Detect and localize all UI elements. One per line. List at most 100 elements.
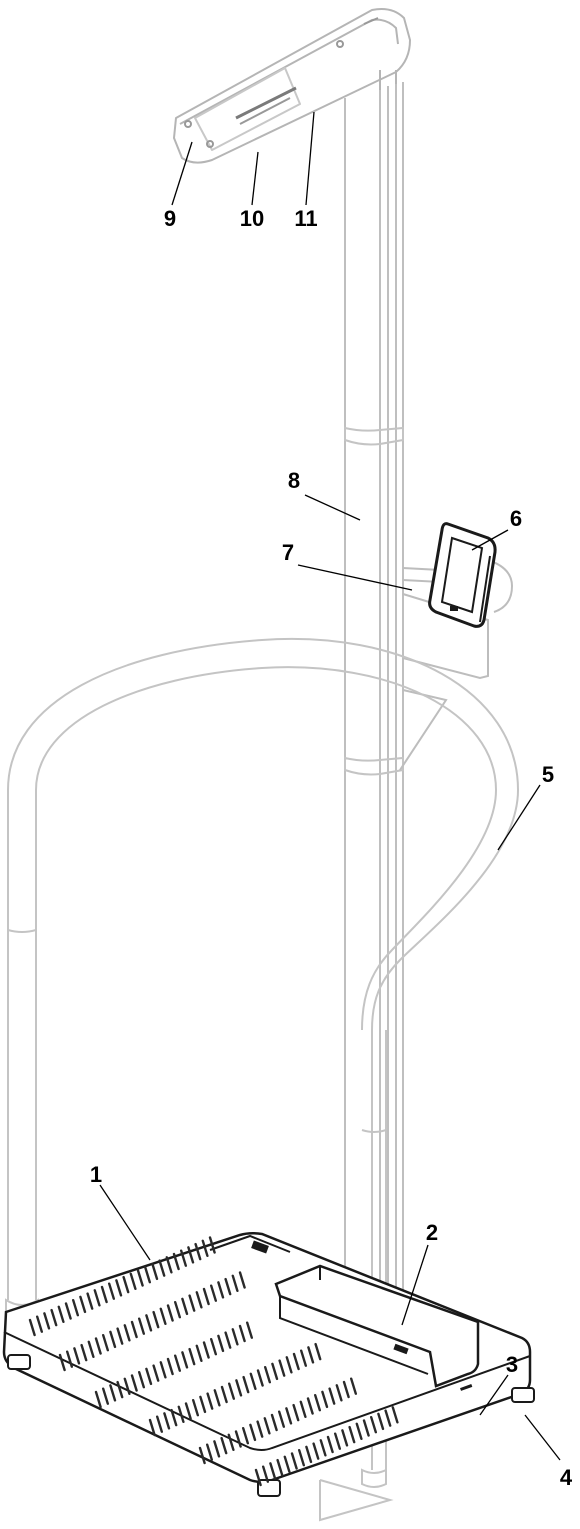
vent-slot [227, 1382, 236, 1400]
vent-slot [187, 1246, 195, 1264]
vent-slot [184, 1402, 192, 1420]
vent-slot [314, 1342, 322, 1361]
vent-slot [348, 1425, 356, 1444]
vent-slot [166, 1304, 174, 1322]
vent-slot [263, 1417, 271, 1435]
vent-slot [195, 1344, 203, 1363]
vent-slot [285, 1407, 293, 1425]
vent-slot [220, 1436, 228, 1455]
vent-slot [276, 1458, 284, 1477]
vent-slot [152, 1310, 160, 1329]
vent-slot [201, 1239, 209, 1258]
vent-slot [300, 1349, 307, 1367]
vent-slot [143, 1265, 152, 1284]
callout-1: 1 [90, 1162, 102, 1187]
vent-slot [79, 1295, 87, 1314]
vent-slot [28, 1318, 36, 1337]
vent-slot [145, 1314, 153, 1332]
vent-slot [137, 1370, 146, 1389]
vent-slot [64, 1302, 72, 1320]
vent-slot [283, 1455, 291, 1474]
vent-slot [87, 1340, 95, 1359]
vent-slot [205, 1443, 214, 1461]
vent-slot [209, 1284, 218, 1302]
vent-slot [188, 1294, 196, 1312]
vent-slot [163, 1412, 171, 1430]
vent-slot [292, 1352, 300, 1371]
vent-slot [152, 1364, 160, 1382]
vent-slot [377, 1412, 385, 1431]
vent-slot [209, 1337, 218, 1356]
vent-slot [362, 1419, 370, 1437]
callout-10: 10 [240, 206, 264, 231]
callout-2: 2 [426, 1220, 438, 1245]
vent-slot [145, 1367, 153, 1386]
vent-slot [181, 1351, 189, 1369]
vent-slot [194, 1242, 202, 1261]
vent-slot [159, 1307, 167, 1326]
vent-slot [224, 1277, 232, 1296]
callout-11: 11 [294, 206, 317, 231]
vent-slot [334, 1432, 341, 1450]
vent-slot [181, 1297, 189, 1316]
vent-slot [191, 1398, 200, 1417]
vent-slot [242, 1375, 250, 1394]
vent-slot [198, 1446, 206, 1465]
vent-slot [328, 1387, 336, 1405]
vent-slot [319, 1439, 327, 1457]
vent-slot [122, 1275, 130, 1294]
vent-slot [202, 1287, 210, 1306]
vent-slot [306, 1397, 314, 1415]
vent-slot [188, 1347, 196, 1366]
vent-slot [159, 1361, 167, 1379]
vent-slot [123, 1324, 131, 1342]
vent-slot [36, 1315, 43, 1333]
vent-slot [109, 1384, 117, 1402]
vent-slot [50, 1308, 58, 1327]
vent-slot [179, 1249, 188, 1267]
vent-slot [217, 1281, 225, 1299]
vent-slot [355, 1422, 363, 1441]
vent-slot [155, 1415, 164, 1433]
vent-slot [321, 1390, 329, 1409]
callout-5: 5 [542, 762, 554, 787]
vent-slot [241, 1426, 250, 1445]
vent-slot [234, 1430, 242, 1448]
vent-slot [213, 1440, 221, 1458]
vent-slot [58, 1353, 66, 1372]
vent-slot [238, 1271, 246, 1289]
vent-slot [170, 1408, 178, 1427]
vent-slot [326, 1435, 334, 1454]
vent-slot [195, 1291, 203, 1309]
vent-slot [57, 1305, 65, 1324]
column-base [274, 1264, 480, 1388]
vent-slot [262, 1465, 269, 1483]
callout-3: 3 [506, 1352, 518, 1377]
vent-slot [116, 1380, 124, 1399]
vent-slot [299, 1400, 307, 1419]
vent-slot [65, 1350, 74, 1368]
vent-slot [384, 1409, 392, 1427]
vent-slot [245, 1321, 254, 1339]
vent-slot [278, 1410, 285, 1428]
vent-slot [173, 1354, 182, 1372]
vent-slot [350, 1377, 357, 1395]
vent-slot [202, 1341, 210, 1359]
vent-slot [165, 1256, 173, 1274]
vent-slot [101, 1333, 110, 1352]
vent-slot [290, 1452, 298, 1470]
vent-slot [341, 1429, 349, 1447]
vent-slot [335, 1384, 343, 1402]
vent-slot [116, 1327, 124, 1345]
vent-slot [298, 1448, 305, 1467]
vent-slot [391, 1406, 399, 1424]
vent-slot [269, 1462, 277, 1480]
vent-slot [256, 1420, 264, 1438]
handrail [5, 638, 520, 1522]
vent-slot [271, 1362, 279, 1381]
vent-slot [256, 1369, 264, 1387]
vent-slot [94, 1390, 102, 1409]
vent-slot [227, 1433, 235, 1452]
vent-slot [100, 1285, 108, 1304]
